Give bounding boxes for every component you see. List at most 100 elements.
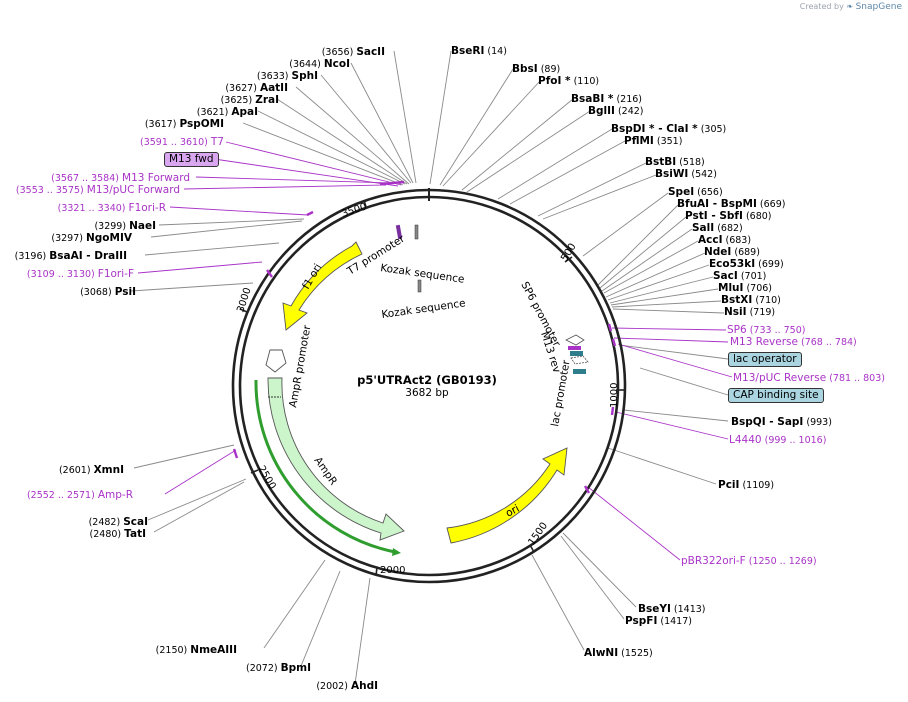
site-label: (3068) PsiI — [80, 286, 136, 298]
site-label: NdeI (689) — [704, 246, 760, 258]
tick-label-3500: 3500 — [341, 202, 369, 220]
tick-label-3000: 3000 — [235, 286, 253, 314]
site-label: PstI - SbfI (680) — [685, 210, 772, 222]
kozak-mark-2 — [417, 279, 422, 293]
site-label: BstBI (518) — [645, 156, 705, 168]
restriction-site-labels: (3656) SacII(3644) NcoI(3633) SphI(3627)… — [15, 45, 832, 692]
site-label: BstXI (710) — [721, 294, 781, 306]
badge-lac-operator: lac operator — [728, 352, 802, 367]
primer-position: (2552 .. 2571) — [27, 490, 95, 501]
ori-arrow — [446, 447, 568, 544]
site-name: BsaAI - DraIII — [49, 250, 127, 262]
site-name: AhdI — [351, 680, 378, 692]
site-name: ApaI — [231, 106, 258, 118]
primer-label: (3109 .. 3130) F1ori-F — [27, 268, 134, 280]
site-position: (3297) — [51, 233, 83, 244]
site-position: (2150) — [156, 645, 188, 656]
site-name: BspQI - SapI — [731, 416, 803, 428]
ampr-track-head — [392, 548, 401, 556]
site-position: (1525) — [621, 648, 653, 659]
site-position: (3621) — [197, 107, 229, 118]
f1-ori-arrow — [282, 241, 363, 331]
badge-cap-binding-site: CAP binding site — [728, 388, 824, 403]
primer-position: (768 .. 784) — [801, 337, 857, 348]
primer-position: (3591 .. 3610) — [140, 137, 208, 148]
site-position: (1417) — [660, 616, 692, 627]
site-name: PspFI — [625, 615, 657, 627]
ampr-track — [254, 379, 396, 554]
site-position: (683) — [726, 235, 752, 246]
site-position: (216) — [616, 94, 642, 105]
credit-prefix: Created by — [799, 2, 844, 11]
primer-name: M13 Reverse — [730, 336, 798, 348]
site-name: BfuAI - BspMI — [677, 198, 757, 210]
primer-position: (1250 .. 1269) — [749, 556, 817, 567]
primer-name: L4440 — [729, 434, 762, 446]
site-name: NsiI — [724, 306, 747, 318]
snapgene-logo-icon: ❧ — [846, 2, 854, 11]
site-label: PciI (1109) — [718, 479, 774, 491]
site-name: NcoI — [324, 58, 350, 70]
site-label: (3644) NcoI — [289, 58, 350, 70]
site-name: BstBI — [645, 156, 676, 168]
site-name: BseYI — [638, 603, 671, 615]
snapgene-credit: Created by ❧ SnapGene — [800, 2, 902, 12]
plasmid-name: p5'UTRAct2 (GB0193) — [357, 373, 497, 387]
site-position: (1413) — [674, 604, 706, 615]
primer-label: (3591 .. 3610) T7 — [140, 136, 224, 148]
site-name: TatI — [124, 528, 146, 540]
primer-label: M13/pUC Reverse (781 .. 803) — [733, 372, 885, 384]
site-name: NmeAIII — [190, 644, 237, 656]
site-name: XmnI — [94, 464, 124, 476]
site-position: (1109) — [742, 480, 774, 491]
site-position: (242) — [618, 106, 644, 117]
site-position: (89) — [541, 64, 561, 75]
site-label: BspDI * - ClaI * (305) — [611, 123, 726, 135]
site-name: ZraI — [255, 94, 279, 106]
site-position: (518) — [679, 157, 705, 168]
primer-position: (3321 .. 3340) — [58, 203, 126, 214]
site-name: SacI — [713, 270, 738, 282]
site-name: AccI — [698, 234, 722, 246]
primer-name: M13 Forward — [122, 172, 190, 184]
site-name: AlwNI — [584, 647, 618, 659]
site-position: (3625) — [221, 95, 253, 106]
site-position: (110) — [574, 76, 600, 87]
site-label: (2072) BpmI — [246, 662, 311, 674]
kozak-sequence-label-2: Kozak sequence — [381, 297, 467, 321]
site-label: (2482) ScaI — [89, 516, 148, 528]
site-position: (3617) — [145, 119, 177, 130]
primer-name: M13/pUC Reverse — [733, 372, 826, 384]
primer-position: (999 .. 1016) — [765, 435, 827, 446]
site-label: BsaBI * (216) — [571, 93, 642, 105]
badge-m13-fwd: M13 fwd — [164, 152, 219, 167]
site-name: BglII — [588, 105, 615, 117]
primer-labels: (3591 .. 3610) T7(3567 .. 3584) M13 Forw… — [16, 136, 885, 567]
site-label: SacI (701) — [713, 270, 766, 282]
lac-operator-mark — [570, 351, 583, 356]
site-name: PfoI * — [538, 75, 571, 87]
plasmid-title: p5'UTRAct2 (GB0193) 3682 bp — [357, 373, 497, 399]
site-label: (2601) XmnI — [59, 464, 124, 476]
tick-label-2500: 2500 — [255, 464, 277, 492]
primer-name: Amp-R — [98, 489, 133, 501]
credit-brand: SnapGene — [855, 2, 902, 12]
site-position: (14) — [487, 46, 507, 57]
site-label: BseYI (1413) — [638, 603, 706, 615]
site-label: (3656) SacII — [322, 46, 385, 58]
site-position: (3656) — [322, 47, 354, 58]
site-name: NdeI — [704, 246, 731, 258]
site-position: (656) — [697, 187, 723, 198]
site-position: (2002) — [316, 681, 348, 692]
primer-position: (3553 .. 3575) — [16, 185, 84, 196]
site-position: (3644) — [289, 59, 321, 70]
site-name: BseRI — [451, 45, 484, 57]
site-position: (2482) — [89, 517, 121, 528]
site-label: (3617) PspOMI — [145, 118, 224, 130]
m13-rev-mark — [568, 346, 581, 350]
primer-label: L4440 (999 .. 1016) — [729, 434, 826, 446]
site-label: PfoI * (110) — [538, 75, 599, 87]
site-name: SpeI — [668, 186, 694, 198]
primer-name: pBR322ori-F — [681, 555, 746, 567]
site-name: PspOMI — [179, 118, 224, 130]
